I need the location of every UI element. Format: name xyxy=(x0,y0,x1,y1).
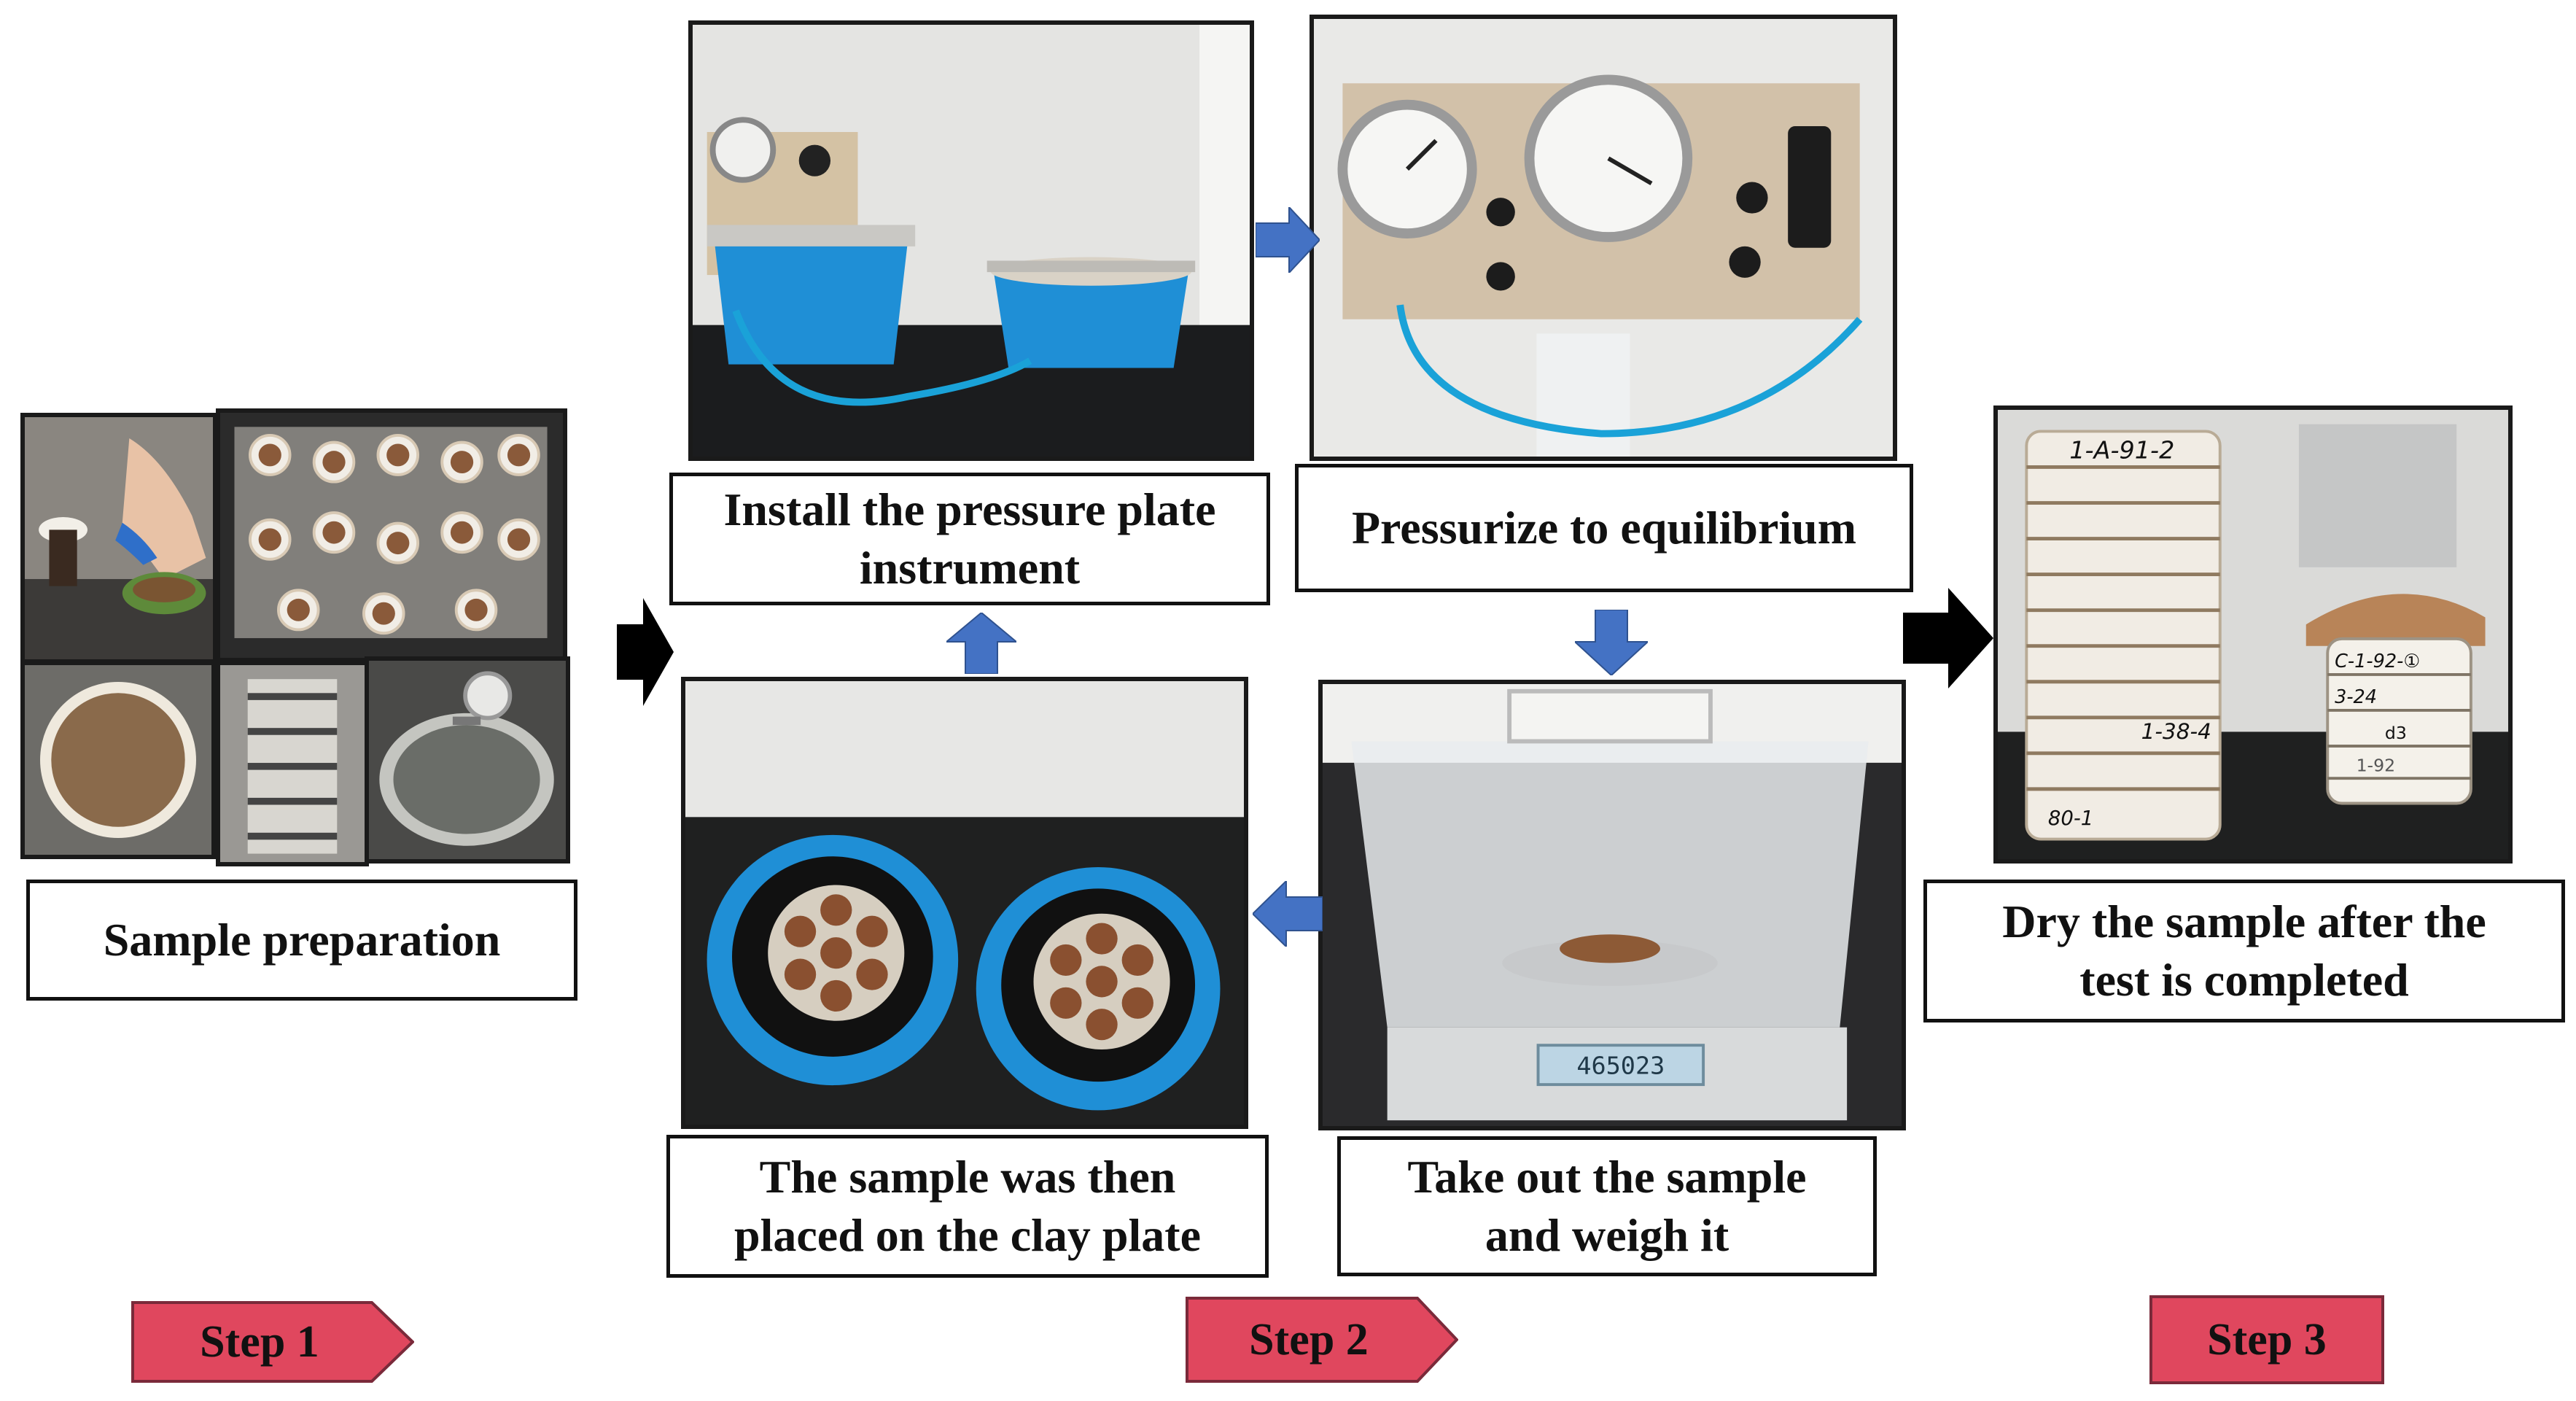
photo-gauge-panel xyxy=(1310,15,1897,461)
step-2-badge: Step 2 xyxy=(1186,1297,1458,1383)
caption-placed-on-plate: The sample was then placed on the clay p… xyxy=(666,1135,1269,1278)
step-1-badge: Step 1 xyxy=(131,1301,414,1383)
step-2-label: Step 2 xyxy=(1249,1314,1369,1365)
photo-dried-samples: 1-A-91-2 1-38-4 80-1 C-1-92-① 3-24 d3 1-… xyxy=(1993,405,2513,864)
caption-install-line-2: instrument xyxy=(859,542,1081,594)
photo-pressure-vessels xyxy=(688,20,1254,461)
small-ring-label-2: 3-24 xyxy=(2335,686,2377,708)
small-ring-label-3: d3 xyxy=(2385,723,2407,743)
step-1-label: Step 1 xyxy=(200,1316,319,1367)
ring-label-top: 1-A-91-2 xyxy=(2069,436,2174,465)
photo-samples-on-plate xyxy=(681,677,1248,1129)
arrow-blue-right xyxy=(1256,207,1320,273)
caption-sample-preparation-text: Sample preparation xyxy=(103,914,501,966)
caption-weigh-line-2: and weigh it xyxy=(1484,1209,1729,1261)
small-ring-label-1: C-1-92-① xyxy=(2335,651,2420,672)
arrow-black-right-step2 xyxy=(1903,588,1993,688)
photo-clay-disc xyxy=(20,661,216,859)
caption-dry-line-1: Dry the sample after the xyxy=(2002,896,2486,947)
photo-plate-gauge xyxy=(365,656,570,864)
photo-ring-stack xyxy=(216,661,369,866)
caption-pressurize-text: Pressurize to equilibrium xyxy=(1351,502,1857,554)
arrow-black-right-step1 xyxy=(617,598,674,706)
photo-sample-bags xyxy=(216,408,567,662)
arrow-blue-up xyxy=(946,613,1016,674)
caption-dry-sample: Dry the sample after the test is complet… xyxy=(1923,880,2565,1022)
balance-display-reading: 465023 xyxy=(1576,1051,1665,1079)
caption-sample-preparation: Sample preparation xyxy=(26,880,577,1001)
arrow-blue-down xyxy=(1575,610,1648,675)
photo-hands-sampling xyxy=(20,413,217,664)
caption-pressurize: Pressurize to equilibrium xyxy=(1295,464,1913,592)
caption-dry-line-2: test is completed xyxy=(2079,954,2409,1006)
step-3-badge: Step 3 xyxy=(2149,1295,2384,1384)
caption-placed-line-1: The sample was then xyxy=(759,1151,1176,1203)
caption-weigh-line-1: Take out the sample xyxy=(1407,1151,1807,1203)
ring-label-mid: 1-38-4 xyxy=(2141,719,2211,744)
caption-install-line-1: Install the pressure plate xyxy=(723,484,1216,535)
photo-analytical-balance: 465023 xyxy=(1318,680,1906,1130)
ring-label-bottom: 80-1 xyxy=(2048,807,2093,830)
caption-placed-line-2: placed on the clay plate xyxy=(734,1209,1201,1261)
arrow-blue-left xyxy=(1253,881,1323,947)
small-ring-label-4: 1-92 xyxy=(2357,755,2396,775)
caption-install-instrument: Install the pressure plate instrument xyxy=(669,473,1270,605)
caption-weigh-sample: Take out the sample and weigh it xyxy=(1337,1136,1877,1276)
step-3-label: Step 3 xyxy=(2207,1314,2327,1365)
